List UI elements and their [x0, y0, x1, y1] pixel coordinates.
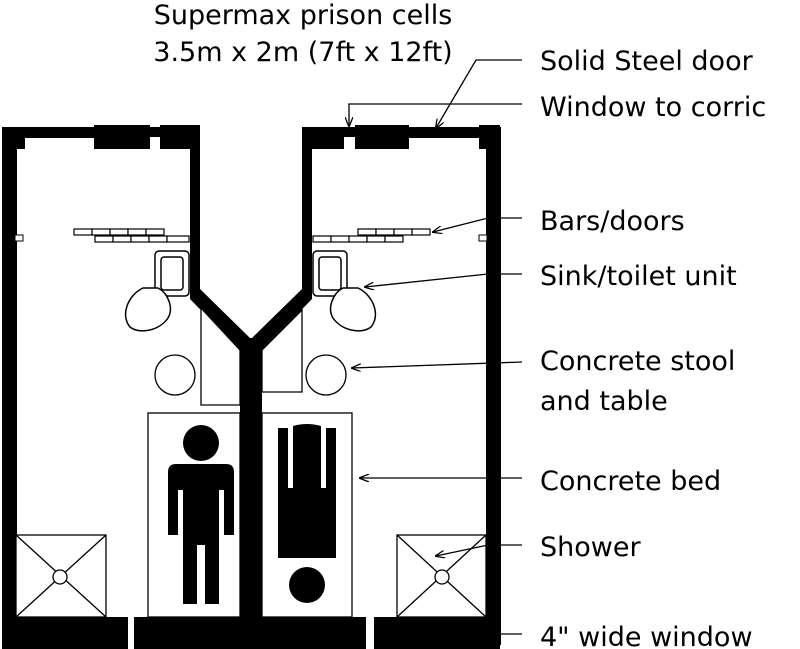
table-left [200, 306, 241, 406]
label-bars-doors: Bars/doors [540, 206, 685, 237]
stool-right [305, 354, 347, 396]
lying-person-icon [278, 424, 336, 603]
shower-left [15, 534, 107, 618]
diagram-title-line1: Supermax prison cells [154, 0, 453, 31]
diagram-title-line2: 3.5m x 2m (7ft x 12ft) [153, 37, 452, 68]
stool-left [154, 354, 196, 396]
label-outer-window: 4" wide window [540, 622, 753, 649]
sink-toilet-right [312, 250, 377, 332]
shower-right [396, 534, 487, 618]
sink-toilet-left [124, 250, 190, 332]
bars-right [312, 228, 431, 243]
cell-walls [2, 125, 501, 649]
standing-person-icon [168, 425, 234, 604]
label-corridor-window: Window to corric [540, 92, 766, 123]
label-sink-toilet: Sink/toilet unit [540, 261, 737, 292]
table-right [261, 308, 303, 393]
bars-left [73, 228, 190, 243]
label-shower: Shower [540, 532, 641, 563]
label-solid-steel-door: Solid Steel door [540, 46, 754, 77]
label-stool-table-line1: Concrete stool [540, 346, 735, 377]
label-stool-table-line2: and table [540, 386, 668, 417]
wall-notches [14, 234, 488, 242]
leader-lines [349, 59, 523, 634]
label-concrete-bed: Concrete bed [540, 466, 721, 497]
